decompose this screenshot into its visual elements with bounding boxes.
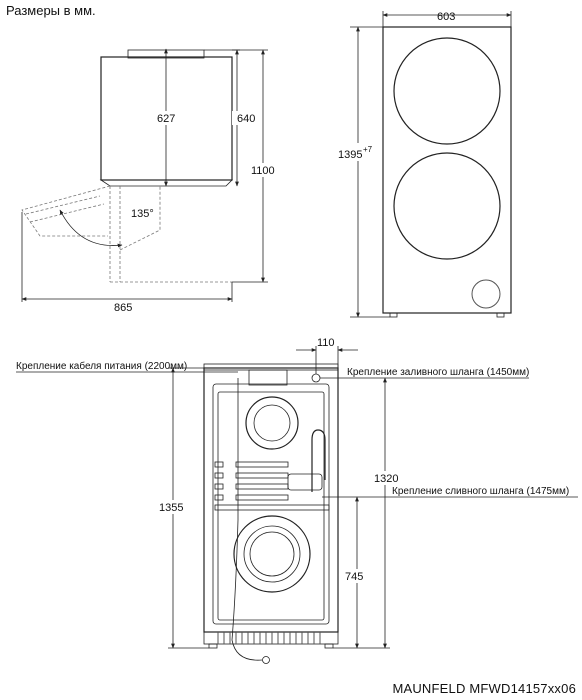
dim-height-top: 640 <box>237 113 255 125</box>
dim-drain-height: 745 <box>345 571 363 583</box>
front-view: 603 1395 +7 <box>338 11 512 318</box>
side-view: 135° 627 640 1100 865 <box>21 48 279 314</box>
rear-drain-hose <box>311 429 326 492</box>
dim-height-total-rear: 1355 <box>159 502 183 514</box>
rear-power-plug <box>262 656 270 664</box>
dim-inlet-height: 1320 <box>374 473 398 485</box>
label-drain-hose: Крепление сливного шланга (1475мм) <box>392 486 569 497</box>
label-power-cable: Крепление кабеля питания (2200мм) <box>16 360 187 372</box>
rear-panel <box>212 383 330 625</box>
door-angle-arc <box>59 209 123 248</box>
side-lower-dashed <box>109 186 232 283</box>
rear-view: Крепление кабеля питания (2200мм) Крепле… <box>16 337 578 664</box>
dim-width-front: 603 <box>437 11 455 23</box>
rear-middle-slats <box>214 461 330 511</box>
dim-depth-total: 865 <box>114 302 132 314</box>
dim-inlet-offset: 110 <box>317 337 335 349</box>
dim-height-front: 1395 <box>338 149 362 161</box>
side-base <box>99 179 233 187</box>
dim-height-total-side: 1100 <box>251 165 275 177</box>
front-filter-cap <box>471 279 501 309</box>
model-caption: MAUNFELD MFWD14157xx06 <box>392 681 576 696</box>
label-inlet-hose: Крепление заливного шланга (1450мм) <box>347 367 529 378</box>
rear-inlet-valve <box>311 373 321 383</box>
dim-height-tolerance: +7 <box>363 145 373 154</box>
dim-door-angle: 135° <box>131 208 154 220</box>
front-body <box>382 26 512 314</box>
page-title: Размеры в мм. <box>6 3 96 18</box>
side-open-door <box>21 185 111 237</box>
front-upper-drum <box>393 37 501 145</box>
dim-height-body: 627 <box>157 113 175 125</box>
front-lower-drum <box>393 152 501 260</box>
rear-lower-drum <box>233 515 311 593</box>
rear-upper-drum <box>245 396 299 450</box>
rear-power-cable <box>231 378 263 661</box>
rear-drain-bracket <box>287 473 323 491</box>
rear-control-box <box>248 369 288 386</box>
